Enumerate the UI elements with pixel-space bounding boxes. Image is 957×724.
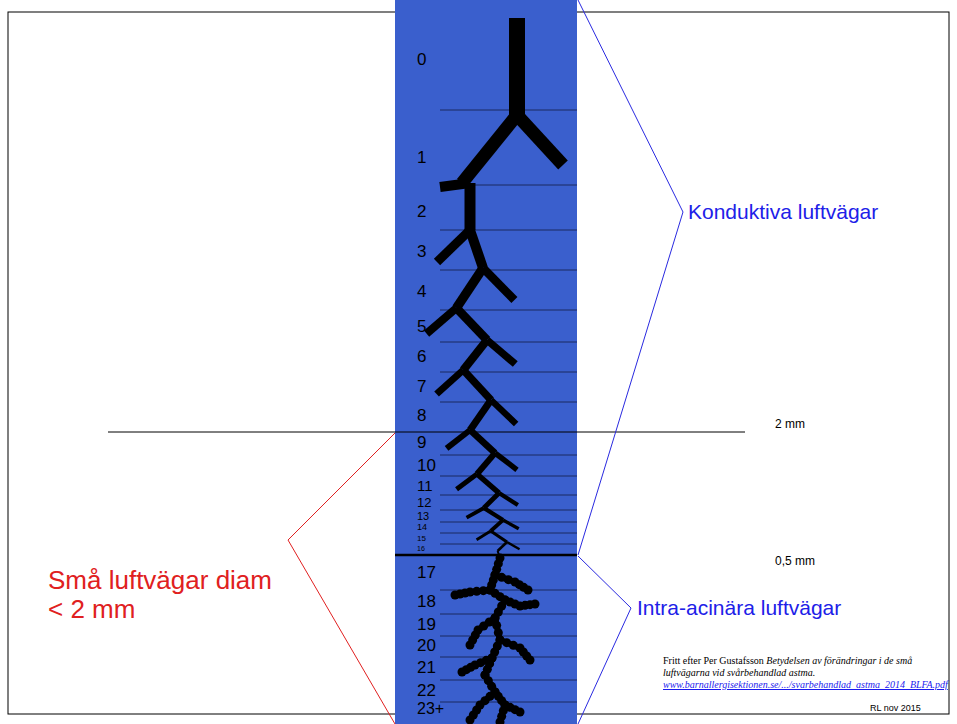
alveolus: [466, 716, 475, 724]
generation-number: 3: [417, 243, 426, 262]
generation-number: 14: [417, 523, 427, 533]
blue-band: [395, 0, 577, 724]
alveolus: [466, 641, 475, 650]
bronchus: [470, 430, 495, 453]
generation-line: [440, 110, 577, 111]
generation-line: [440, 476, 577, 477]
bronchus: [457, 474, 477, 489]
bronchus: [467, 508, 484, 518]
generation-number: 10: [417, 457, 436, 476]
two-mm-line: [108, 432, 745, 433]
generation-line: [440, 455, 577, 456]
bronchus: [470, 230, 483, 268]
generation-number: 2: [417, 203, 426, 222]
generation-number: 20: [417, 637, 436, 656]
generation-line: [440, 614, 577, 615]
generation-number: 22: [417, 682, 436, 701]
generation-number: 7: [417, 378, 426, 397]
bronchus: [499, 493, 518, 505]
bronchus: [465, 183, 476, 230]
generation-lines: [440, 110, 577, 702]
generation-number: 0: [417, 51, 426, 70]
generation-number: 6: [417, 348, 426, 367]
generation-line: [440, 495, 577, 496]
generation-number: 17: [417, 564, 436, 583]
generation-line: [440, 230, 577, 231]
generation-number: 18: [417, 593, 436, 612]
generation-number: 11: [417, 478, 433, 495]
bronchus: [427, 308, 457, 334]
dimension-label: 0,5 mm: [775, 555, 815, 568]
bronchial-tree: [427, 18, 563, 724]
bronchus: [477, 531, 491, 540]
bronchus: [491, 400, 516, 424]
generation-number: 16: [417, 545, 425, 553]
bronchus: [498, 542, 507, 551]
bronchus: [462, 115, 517, 183]
bronchus: [517, 115, 563, 165]
acinar-bracket: [578, 556, 631, 724]
bronchus: [463, 370, 491, 400]
bronchus: [491, 531, 507, 542]
bronchus: [470, 400, 491, 430]
generation-line: [440, 636, 577, 637]
bronchus: [483, 268, 514, 300]
small-airways-label: Små luftvägar diam < 2 mm: [48, 566, 278, 623]
generation-line: [440, 342, 577, 343]
bronchus: [456, 268, 483, 308]
bronchus: [509, 18, 525, 115]
bronchus: [456, 308, 487, 340]
alveolus: [496, 718, 505, 724]
half-mm-line: [395, 554, 577, 557]
generation-number: 15: [417, 535, 426, 544]
bronchus: [437, 230, 470, 262]
generation-number: 19: [417, 616, 436, 635]
dimension-label: 2 mm: [775, 418, 805, 431]
bronchus: [437, 370, 464, 394]
generation-number: 21: [417, 659, 436, 678]
alveolus: [516, 708, 525, 717]
alveolus: [524, 586, 533, 595]
bronchus: [503, 520, 519, 529]
bronchus: [495, 453, 517, 470]
alveolus: [526, 656, 535, 665]
bronchus: [477, 474, 499, 493]
bronchus: [477, 453, 495, 474]
generation-number: 23+: [417, 700, 444, 718]
source-author: Fritt efter Per Gustafsson: [663, 655, 764, 666]
bronchus: [484, 493, 499, 508]
generation-number: 9: [417, 434, 426, 453]
conductive-label: Konduktiva luftvägar: [688, 200, 878, 223]
author-date: RL nov 2015: [870, 704, 921, 714]
bronchus: [491, 520, 503, 531]
generation-number: 12: [417, 496, 431, 510]
bronchus: [447, 430, 471, 448]
small-airway-bracket: [288, 433, 395, 724]
conductive-bracket: [578, 0, 683, 555]
generation-number: 1: [417, 149, 426, 168]
generation-line: [440, 402, 577, 403]
generation-line: [440, 680, 577, 681]
generation-line: [440, 270, 577, 271]
source-link: www.barnallergisektionen.se/.../svarbeha…: [663, 679, 950, 691]
generation-line: [440, 657, 577, 658]
generation-number: 13: [417, 510, 429, 522]
bronchus: [487, 340, 515, 364]
alveolus: [451, 591, 460, 600]
alveolus: [531, 600, 540, 609]
source-note: Fritt efter Per GustafssonBetydelsen av …: [663, 655, 950, 691]
generation-number: 8: [417, 407, 426, 426]
alveolus: [458, 668, 467, 677]
acinar-label: Intra-acinära luftvägar: [637, 596, 841, 619]
bronchus: [484, 508, 503, 520]
generation-line: [440, 533, 577, 534]
generation-number: 4: [417, 283, 426, 302]
bronchus: [463, 340, 487, 370]
bronchus: [507, 542, 520, 549]
generation-line: [440, 510, 577, 511]
generation-number: 5: [417, 318, 426, 337]
